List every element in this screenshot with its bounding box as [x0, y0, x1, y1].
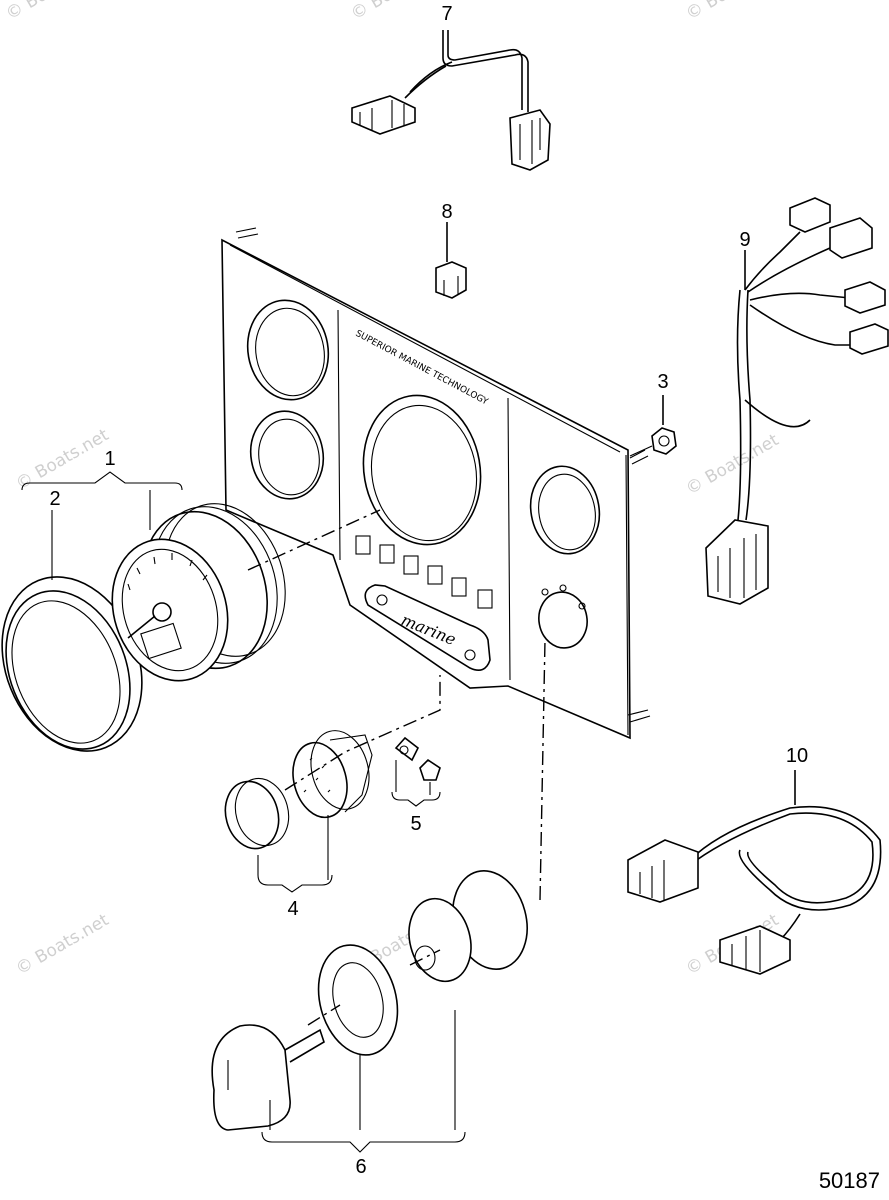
callout-3: 3 — [657, 371, 668, 393]
fuse-part-8 — [435, 222, 467, 299]
callout-8: 8 — [441, 201, 452, 223]
gauge-part-1 — [111, 503, 286, 682]
dash-panel: marine SUPERIOR MARINE TECHNOLOGY — [221, 227, 651, 740]
callout-6: 6 — [355, 1156, 366, 1178]
watermark: © Boats.net — [348, 0, 448, 24]
watermark: © Boats.net — [13, 910, 113, 979]
figure-number: 50187 — [819, 1168, 880, 1193]
callout-10: 10 — [786, 745, 808, 767]
callout-2: 2 — [49, 488, 60, 510]
watermark: © Boats.net — [3, 0, 103, 24]
harness-part-9 — [705, 197, 889, 605]
callout-7: 7 — [441, 3, 452, 25]
leader-lines — [21, 471, 466, 1153]
harness-part-7 — [351, 30, 551, 171]
watermark: © Boats.net — [13, 425, 113, 494]
watermark: © Boats.net — [683, 430, 783, 499]
key-switch-part-6 — [211, 870, 528, 1131]
callout-9: 9 — [739, 229, 750, 251]
watermark: © Boats.net — [683, 0, 783, 24]
callout-4: 4 — [287, 898, 298, 920]
harness-part-10 — [627, 770, 882, 975]
callout-5: 5 — [410, 813, 421, 835]
callout-1: 1 — [104, 448, 115, 470]
nut-part-3 — [629, 395, 677, 457]
callout-labels: 1 2 3 4 5 6 7 8 9 10 — [49, 3, 808, 1178]
accessory-part-4 — [224, 730, 441, 850]
connector-lines — [247, 509, 546, 1026]
